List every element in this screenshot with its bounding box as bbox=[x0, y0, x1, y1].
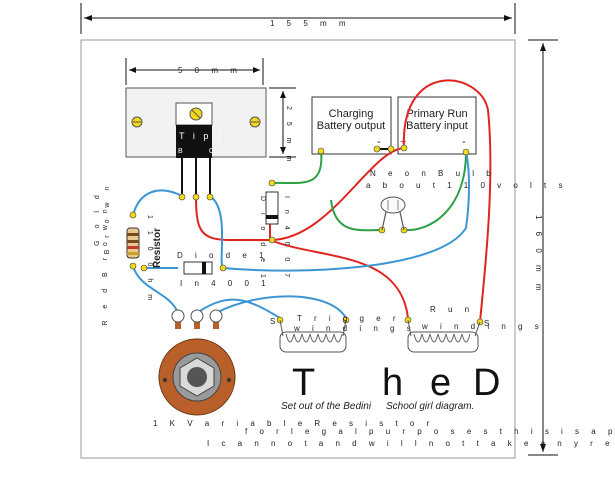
resistor-label: Resistor bbox=[152, 228, 163, 268]
primary-battery: Primary Run Battery input + - bbox=[397, 96, 477, 155]
neon-voltage-label: a b o u t 1 1 0 v o l t s bbox=[366, 181, 568, 190]
wire-blue-emitter bbox=[209, 195, 224, 269]
potentiometer bbox=[158, 309, 236, 416]
resistor-value: 1 1 0 0 h m bbox=[146, 215, 153, 305]
resistor: Resistor 1 1 0 0 h m G o l d B r o w n R… bbox=[94, 182, 163, 326]
height-dimension: 1 6 0 m m bbox=[528, 39, 558, 456]
transistor-pin-b: B bbox=[178, 148, 183, 155]
wire-red-diode-branch bbox=[269, 147, 405, 241]
diode-vertical-label: D i o d e 1 bbox=[259, 196, 266, 283]
caption-right: School girl diagram. bbox=[386, 401, 474, 412]
charging-battery: Charging Battery output - bbox=[311, 96, 392, 155]
title-letter-2: h bbox=[382, 362, 403, 404]
diode-vertical-part: I n 4 0 0 7 bbox=[283, 196, 290, 282]
wire-green-charging bbox=[271, 150, 323, 185]
disclaimer-line1: f o r l e g a l p u r p o s e s t h i s … bbox=[245, 427, 615, 436]
resistor-band-line2: B r o w n bbox=[104, 182, 111, 255]
resistor-band-line3: R e d B r o w n bbox=[102, 204, 109, 325]
wire-blue-resistor-pot bbox=[132, 265, 179, 314]
neon-bulb-label: N e o n B u l b bbox=[370, 169, 496, 178]
heatsink-width-label: 5 0 m m bbox=[178, 66, 242, 75]
heatsink-width-dimension: 5 0 m m bbox=[125, 58, 264, 85]
wire-red-coil bbox=[269, 239, 409, 319]
primary-battery-line1: Primary Run bbox=[406, 108, 467, 120]
run-coil-start: S bbox=[484, 319, 489, 328]
primary-battery-line2: Battery input bbox=[406, 120, 468, 132]
diode-horizontal-label: D i o d e 1 bbox=[177, 251, 268, 260]
wires bbox=[132, 79, 492, 323]
transistor: T i p 3 0 0 B C E bbox=[175, 102, 248, 195]
transistor-pin-c: C bbox=[209, 148, 214, 155]
disclaimer-line2: I c a n n o t a n d w i l l n o t t a k … bbox=[207, 439, 615, 448]
diagram-frame bbox=[80, 39, 516, 459]
wire-red-primary bbox=[402, 79, 492, 323]
wire-blue-pot-trigger bbox=[196, 298, 281, 319]
wire-red-collector bbox=[195, 195, 270, 241]
transistor-partial-label: 0 0 bbox=[220, 132, 243, 141]
title-letter-3: e bbox=[430, 362, 451, 404]
title-letters: T h e D bbox=[292, 362, 500, 404]
title-letter-1: T bbox=[292, 362, 315, 404]
trigger-coil-line2: w i n d i n g s bbox=[293, 324, 416, 333]
terminals bbox=[129, 144, 484, 326]
width-dimension: 1 5 5 m m bbox=[80, 3, 516, 34]
transistor-name: T i p 3 bbox=[179, 131, 225, 141]
charging-battery-line1: Charging bbox=[329, 108, 374, 120]
wire-blue-diode bbox=[222, 151, 470, 272]
diode-horizontal-part: I n 4 0 0 1 bbox=[180, 279, 271, 288]
diode-horizontal: D i o d e 1 I n 4 0 0 1 bbox=[177, 251, 271, 288]
heatsink-height-dimension: 2 5 m m bbox=[269, 87, 296, 166]
charging-battery-minus: - bbox=[377, 136, 381, 148]
primary-battery-minus: - bbox=[462, 136, 466, 148]
height-dimension-label: 1 6 0 m m bbox=[534, 215, 543, 296]
run-coil-line1: R u n bbox=[430, 305, 474, 314]
trigger-coil-line1: T r i g g e r bbox=[297, 314, 401, 323]
potentiometer-label: 1 K V a r i a b l e R e s i s t o r bbox=[153, 419, 434, 428]
run-coil-line2: w i n d i n g s bbox=[421, 322, 544, 331]
width-dimension-label: 1 5 5 m m bbox=[270, 19, 351, 28]
caption-left: Set out of the Bedini bbox=[281, 401, 372, 412]
wire-blue-base bbox=[132, 189, 183, 216]
run-coil: R u n w i n d i n g s S bbox=[407, 305, 544, 353]
trigger-coil-start: S bbox=[270, 317, 275, 326]
neon-bulb: N e o n B u l b a b o u t 1 1 0 v o l t … bbox=[366, 169, 568, 231]
wire-green-primary bbox=[403, 151, 467, 232]
transistor-pin-e: E bbox=[243, 148, 248, 155]
trigger-coil: T r i g g e r w i n d i n g s S bbox=[270, 314, 416, 353]
wire-green-neon bbox=[330, 199, 383, 232]
charging-battery-line2: Battery output bbox=[317, 120, 386, 132]
title-letter-4: D bbox=[473, 362, 500, 404]
wire-blue-pot-run bbox=[215, 295, 347, 319]
resistor-band-line1: G o l d bbox=[94, 190, 101, 246]
diode-vertical: D i o d e 1 I n 4 0 0 7 bbox=[259, 191, 290, 283]
heatsink-height-label: 2 5 m m bbox=[285, 106, 292, 166]
